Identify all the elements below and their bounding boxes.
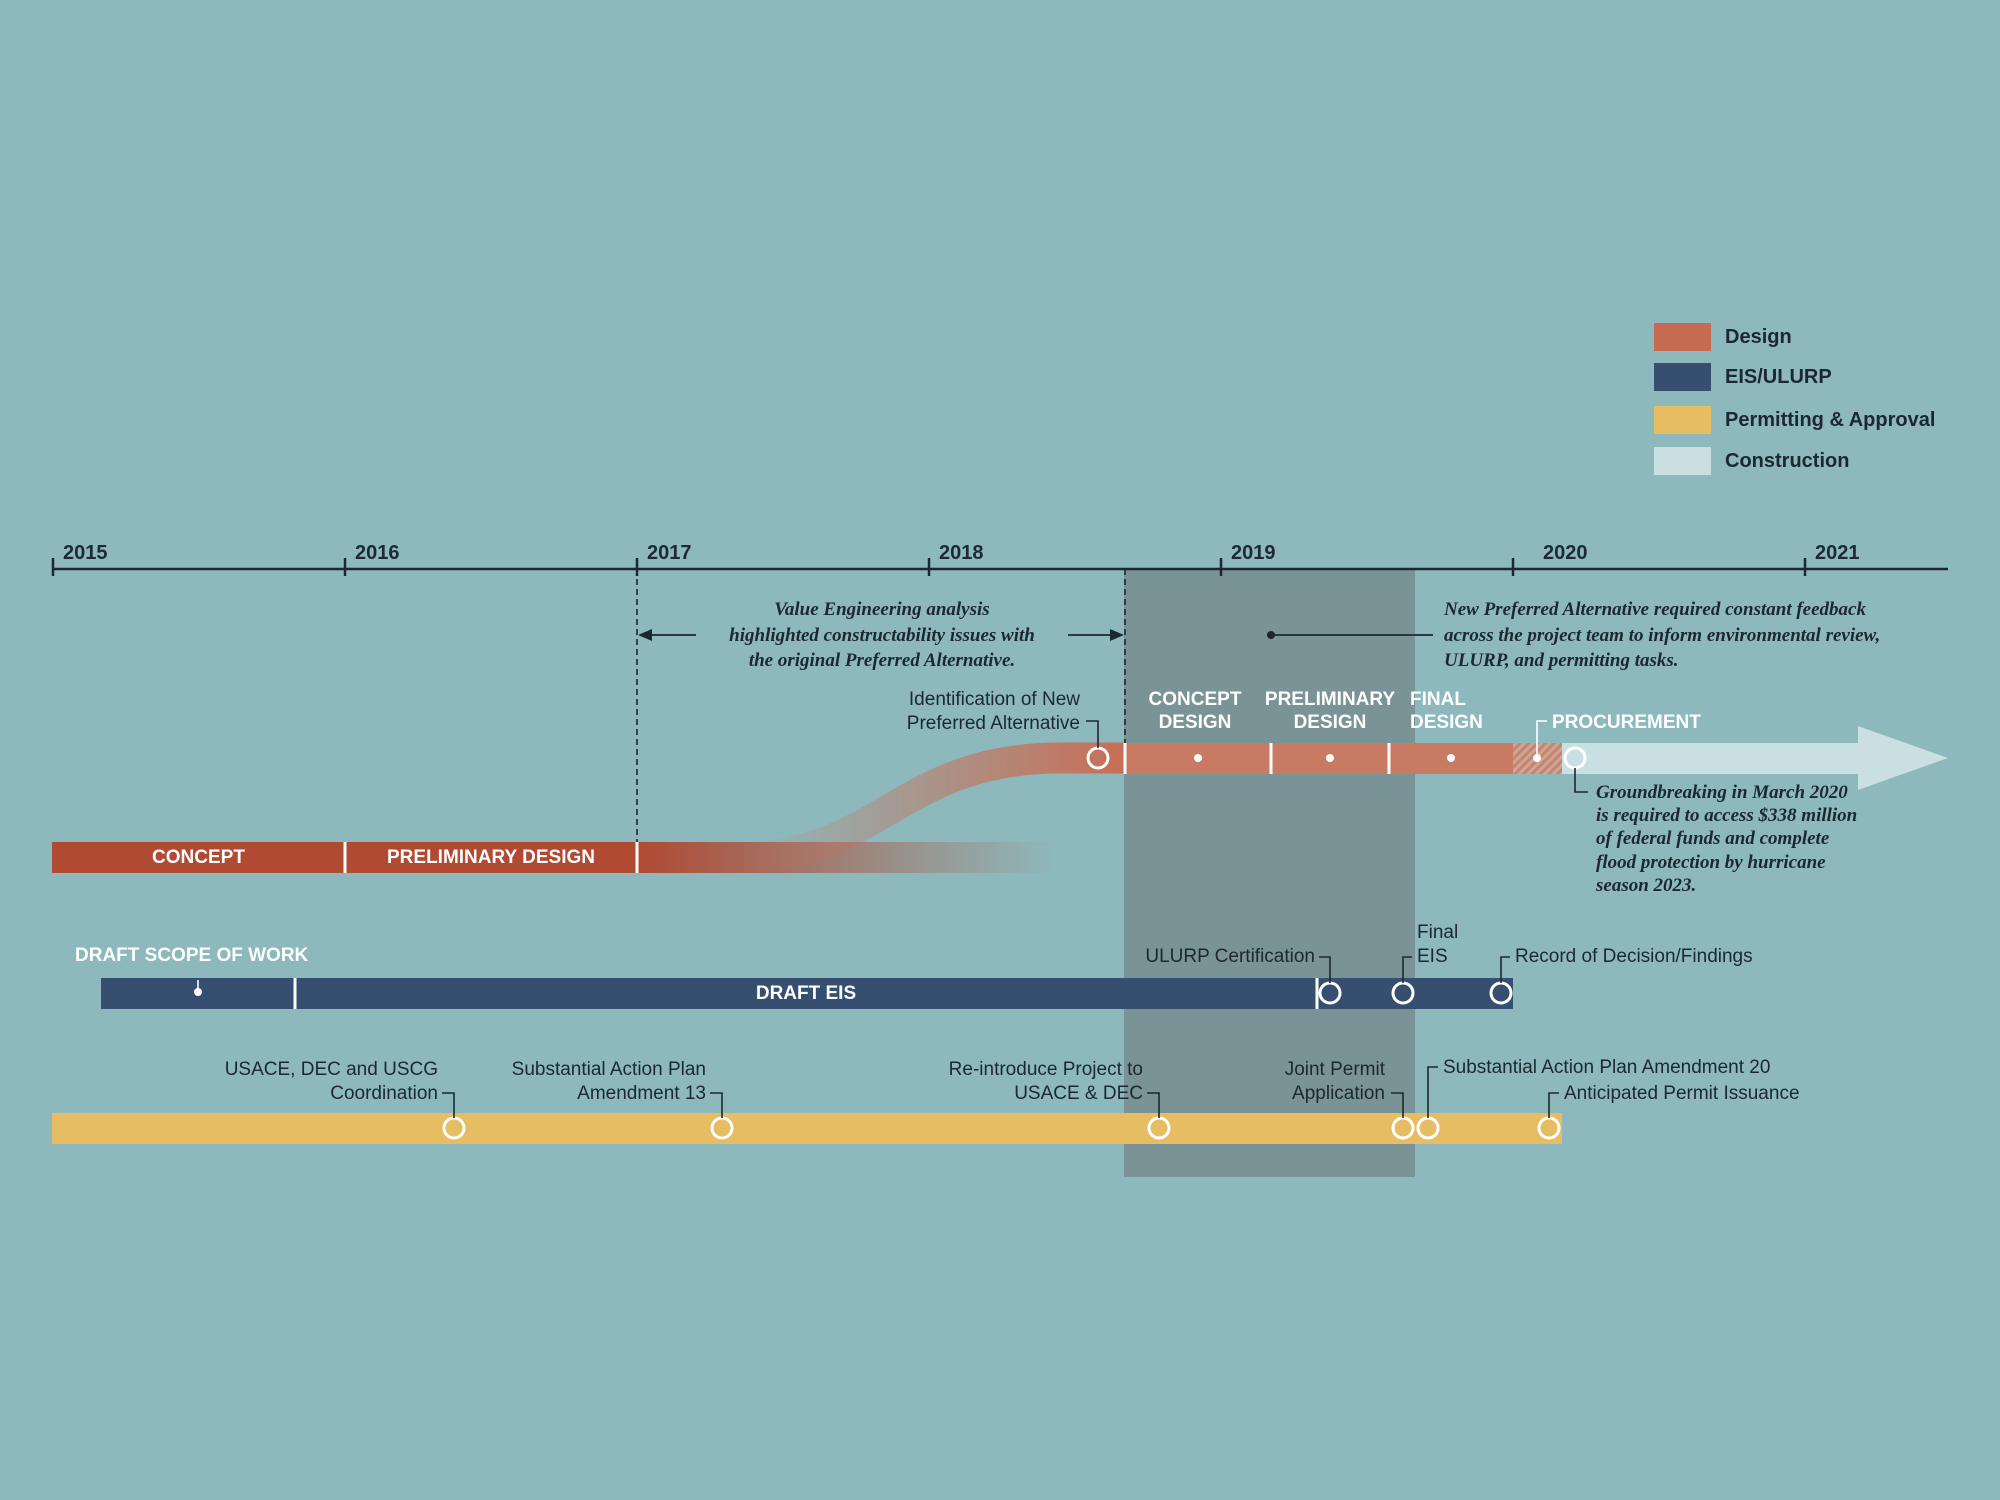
draft-eis-label: DRAFT EIS: [755, 983, 857, 1004]
concept-bar: [52, 842, 345, 873]
legend-label: Permitting & Approval: [1725, 408, 1936, 431]
year-label: 2019: [1231, 542, 1276, 564]
legend-label: Design: [1725, 325, 1792, 348]
concept-bar-label: CONCEPT: [152, 847, 245, 868]
groundbreaking-note: Groundbreaking in March 2020 is required…: [1596, 782, 1858, 896]
year-label: 2020: [1543, 542, 1588, 564]
review-overlap-region: [1124, 570, 1415, 1177]
reintroduce-project-label: Re-introduce Project to USACE & DEC: [948, 1059, 1143, 1104]
record-of-decision-label: Record of Decision/Findings: [1515, 946, 1753, 967]
year-label: 2018: [939, 542, 984, 564]
draft-eis-bar: [101, 978, 1513, 1009]
new-alternative-label: Identification of New Preferred Alternat…: [906, 689, 1080, 734]
legend-swatch: [1654, 363, 1711, 391]
design-phase-bar: [1124, 743, 1514, 774]
arrow-right-icon: [1110, 629, 1124, 641]
sap-amendment-13-label: Substantial Action Plan Amendment 13: [511, 1059, 706, 1104]
construction-bar: [1562, 743, 1862, 774]
preliminary-design-bar-label: PRELIMINARY DESIGN: [387, 847, 595, 868]
legend-swatch: [1654, 447, 1711, 475]
legend-item-construction: Construction: [1654, 446, 1849, 476]
year-label: 2021: [1815, 542, 1860, 564]
legend-item-eis-ulurp: EIS/ULURP: [1654, 362, 1832, 392]
final-eis-label: Final EIS: [1417, 922, 1459, 967]
year-label: 2017: [647, 542, 692, 564]
legend-item-permitting: Permitting & Approval: [1654, 405, 1935, 435]
legend-swatch: [1654, 406, 1711, 434]
joint-permit-label: Joint Permit Application: [1284, 1059, 1385, 1104]
design-transition-curve: [739, 742, 1124, 873]
preliminary-design-phase-label: PRELIMINARY DESIGN: [1264, 689, 1396, 734]
draft-scope-of-work-label: DRAFT SCOPE OF WORK: [75, 945, 309, 966]
legend-item-design: Design: [1654, 322, 1792, 352]
preliminary-design-bar: [345, 842, 637, 873]
year-label: 2016: [355, 542, 400, 564]
usace-coordination-label: USACE, DEC and USCG Coordination: [224, 1059, 438, 1104]
ulurp-certification-label: ULURP Certification: [1145, 946, 1315, 967]
procurement-label: PROCUREMENT: [1552, 712, 1701, 733]
permitting-bar: [52, 1113, 1562, 1144]
groundbreaking-milestone-icon: [1563, 746, 1587, 770]
legend-label: EIS/ULURP: [1725, 365, 1832, 388]
construction-arrow-icon: [1858, 726, 1948, 790]
final-design-label: FINAL DESIGN: [1410, 689, 1483, 734]
legend-swatch: [1654, 323, 1711, 351]
sap-amendment-20-label: Substantial Action Plan Amendment 20: [1443, 1057, 1771, 1078]
permit-issuance-label: Anticipated Permit Issuance: [1564, 1083, 1800, 1104]
value-engineering-note: Value Engineering analysis highlighted c…: [729, 599, 1035, 672]
new-alternative-note: New Preferred Alternative required const…: [1444, 599, 1881, 672]
concept-design-label: CONCEPT DESIGN: [1148, 689, 1242, 734]
arrow-left-icon: [638, 629, 652, 641]
year-label: 2015: [63, 542, 108, 564]
legend-label: Construction: [1725, 449, 1850, 472]
